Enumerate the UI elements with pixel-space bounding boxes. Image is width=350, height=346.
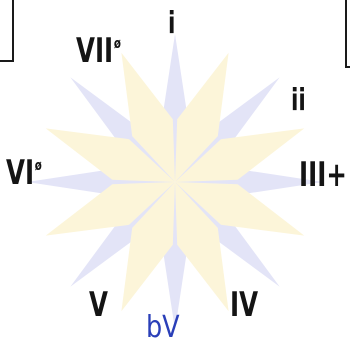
label-i-text: i [168,6,175,41]
label-bv-text: bV [146,310,180,345]
label-iv-text: IV [230,285,258,325]
label-iv: IV [230,288,258,322]
label-vi-half-diminished: VIø [6,156,42,190]
half-diminished-mark: ø [35,158,42,174]
label-v: V [89,288,108,322]
label-flat-v: bV [146,313,180,343]
label-v-text: V [89,285,108,325]
label-vii-text: VII [76,31,113,71]
label-i: i [168,9,175,39]
label-iii-augmented: III+ [299,158,347,192]
label-iii-text: III+ [299,155,347,195]
label-vi-text: VI [6,153,34,193]
label-vii-half-diminished: VIIø [76,34,121,68]
half-diminished-mark: ø [114,36,121,52]
label-ii: ii [291,86,306,116]
label-ii-text: ii [291,83,306,118]
